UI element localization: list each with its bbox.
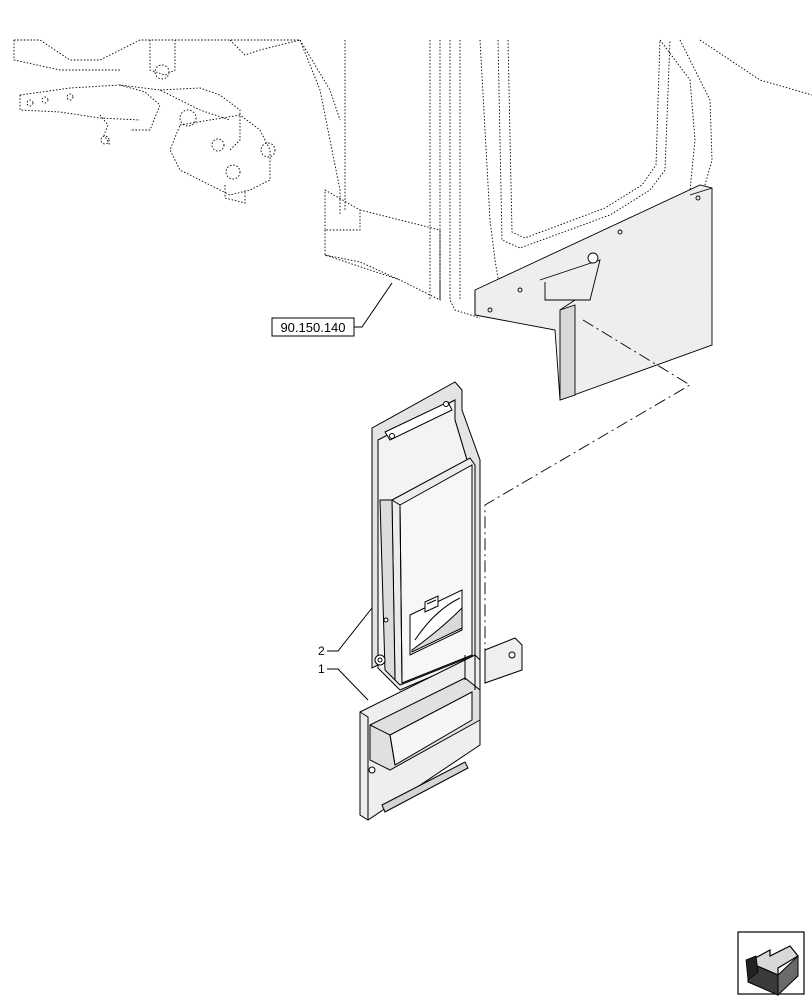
callout-2-number[interactable]: 2 — [318, 644, 325, 658]
cab-structure — [324, 39, 812, 319]
arrow-next-icon[interactable] — [737, 931, 805, 997]
step-plate — [474, 184, 713, 401]
reference-leader-line — [354, 282, 393, 328]
holder-bracket — [359, 637, 523, 821]
callout-1[interactable]: 1 — [318, 662, 369, 701]
callout-1-number[interactable]: 1 — [318, 662, 325, 676]
upper-panel — [371, 381, 481, 691]
reference-label-text[interactable]: 90.150.140 — [280, 320, 345, 335]
callout-1-leader — [327, 668, 369, 701]
callout-2-leader — [327, 607, 373, 652]
reference-label-group[interactable]: 90.150.140 — [271, 282, 393, 337]
dash-dot-reference-line — [484, 319, 691, 650]
callout-2[interactable]: 2 — [318, 607, 373, 658]
machine-frame-top-left — [13, 39, 346, 215]
